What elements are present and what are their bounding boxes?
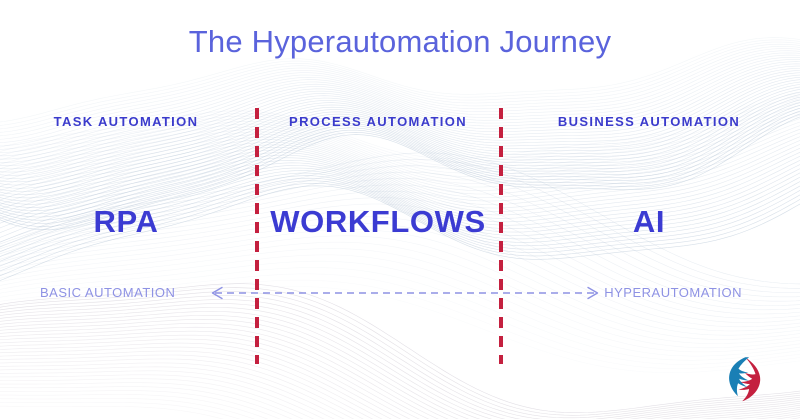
- stage-header-process-automation: PROCESS AUTOMATION: [289, 114, 467, 129]
- axis-double-arrow-icon: [211, 286, 599, 300]
- axis-label-basic-automation: BASIC AUTOMATION: [40, 285, 176, 300]
- page-title: The Hyperautomation Journey: [188, 24, 612, 59]
- stage-divider-left: [255, 108, 259, 364]
- logo-red-half: [738, 357, 761, 402]
- stage-label-rpa: RPA: [93, 204, 159, 239]
- axis-label-hyperautomation: HYPERAUTOMATION: [604, 285, 742, 300]
- stage-divider-right: [499, 108, 503, 364]
- logo-blue-half: [729, 357, 750, 397]
- stage-header-row: TASK AUTOMATION PROCESS AUTOMATION BUSIN…: [0, 112, 800, 132]
- stage-label-row: RPA WORKFLOWS AI: [0, 200, 800, 244]
- flame-swoosh-logo: [729, 357, 761, 402]
- stage-label-workflows: WORKFLOWS: [270, 204, 486, 239]
- progression-axis: BASIC AUTOMATION HYPERAUTOMATION: [0, 284, 800, 302]
- stage-header-business-automation: BUSINESS AUTOMATION: [557, 114, 741, 129]
- stage-label-ai: AI: [632, 204, 666, 239]
- stage-header-task-automation: TASK AUTOMATION: [53, 114, 199, 129]
